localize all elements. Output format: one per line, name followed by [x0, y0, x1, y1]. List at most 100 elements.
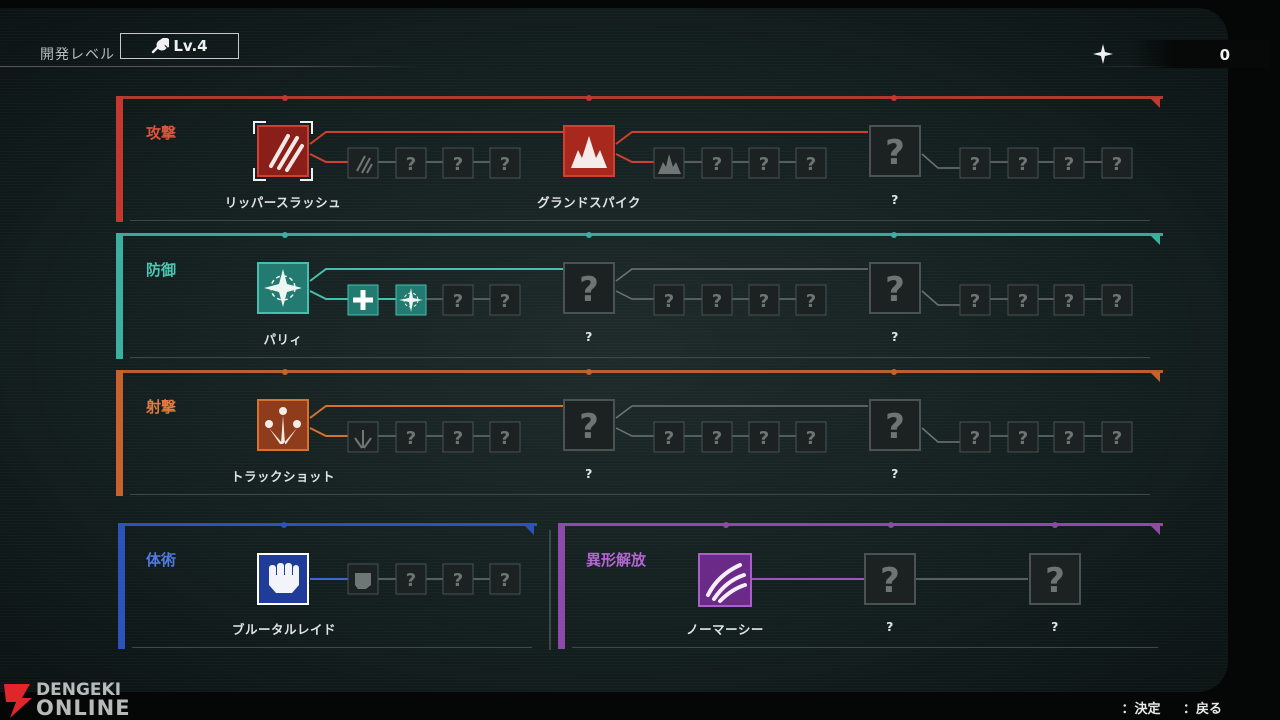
skill-label: ?: [891, 466, 899, 481]
sub-node-locked[interactable]: ?: [701, 147, 733, 179]
confirm-prompt[interactable]: ：決定: [1121, 702, 1161, 717]
skill-node-locked[interactable]: ?: [869, 399, 921, 451]
panel-separator: [549, 530, 551, 650]
svg-text:?: ?: [1112, 428, 1122, 449]
panel-mutation: 異形解放 ? ? ノーマーシー ? ?: [558, 522, 1164, 651]
sub-node-locked[interactable]: ?: [795, 284, 827, 316]
sub-node-locked[interactable]: ?: [748, 147, 780, 179]
sub-node-locked[interactable]: ?: [489, 284, 521, 316]
button-prompts: ：決定 ：戻る: [1103, 698, 1222, 717]
panel-accent-bar: [116, 96, 123, 222]
svg-text:?: ?: [500, 154, 510, 175]
plus-icon: [353, 290, 373, 310]
svg-text:?: ?: [806, 428, 816, 449]
skill-label: ?: [585, 329, 593, 344]
svg-text:?: ?: [664, 291, 674, 312]
sub-node-locked[interactable]: ?: [1007, 421, 1039, 453]
sub-node-heal[interactable]: [347, 284, 379, 316]
sub-node-locked[interactable]: ?: [395, 421, 427, 453]
sub-node-locked[interactable]: ?: [795, 421, 827, 453]
sub-node-locked[interactable]: ?: [748, 284, 780, 316]
sub-node-locked[interactable]: ?: [748, 421, 780, 453]
skill-label: ブルータルレイド: [231, 622, 337, 637]
category-title: 異形解放: [586, 551, 647, 569]
fist-icon: [269, 563, 299, 593]
sub-node-locked[interactable]: ?: [795, 147, 827, 179]
skill-label: ?: [1051, 619, 1059, 634]
svg-text:?: ?: [453, 154, 463, 175]
skill-node-parry[interactable]: [257, 262, 309, 314]
sub-node-locked[interactable]: ?: [489, 421, 521, 453]
mutant-claw-icon: [706, 563, 747, 603]
sub-node-locked[interactable]: ?: [1007, 147, 1039, 179]
sub-node-spike[interactable]: [653, 147, 685, 179]
svg-text:?: ?: [1064, 428, 1074, 449]
sub-node-locked[interactable]: ?: [1101, 421, 1133, 453]
skill-node-locked[interactable]: ?: [563, 399, 615, 451]
svg-text:?: ?: [1112, 154, 1122, 175]
skill-node-locked[interactable]: ?: [864, 553, 916, 605]
svg-text:?: ?: [579, 270, 599, 310]
sub-node-locked[interactable]: ?: [653, 421, 685, 453]
skill-label: パリィ: [263, 332, 303, 347]
defense-skill-tree: ? ? ? ? ? ? ? ? ? ? ? ?: [257, 232, 1160, 316]
svg-text:?: ?: [970, 154, 980, 175]
sub-node-fist[interactable]: [347, 563, 379, 595]
sub-node-locked[interactable]: ?: [1053, 421, 1085, 453]
sub-node-locked[interactable]: ?: [442, 147, 474, 179]
panel-top-line: [125, 523, 537, 526]
sub-node-locked[interactable]: ?: [701, 284, 733, 316]
sub-node-locked[interactable]: ?: [442, 563, 474, 595]
sub-node-locked[interactable]: ?: [1007, 284, 1039, 316]
skill-label: ノーマーシー: [686, 622, 764, 637]
sub-node-locked[interactable]: ?: [1101, 284, 1133, 316]
sub-node-locked[interactable]: ?: [442, 421, 474, 453]
svg-text:?: ?: [406, 570, 416, 591]
skill-node-ripper-slash[interactable]: [253, 121, 313, 181]
skill-node-track-shot[interactable]: [257, 399, 309, 451]
panel-bottom-line: [130, 220, 1150, 221]
svg-text:?: ?: [1064, 291, 1074, 312]
sub-node-locked[interactable]: ?: [395, 147, 427, 179]
skill-node-locked[interactable]: ?: [1029, 553, 1081, 605]
skill-node-locked[interactable]: ?: [869, 262, 921, 314]
skill-node-locked[interactable]: ?: [869, 125, 921, 177]
skill-label: リッパースラッシュ: [224, 195, 342, 210]
ground-spike-icon: [571, 136, 607, 168]
panel-martial: 体術 ? ? ? ブルータルレイド: [118, 522, 538, 651]
panel-top-line: [123, 96, 1163, 99]
sub-node-locked[interactable]: ?: [701, 421, 733, 453]
watermark-line1: DENGEKI: [36, 680, 122, 700]
svg-text:?: ?: [759, 428, 769, 449]
skill-label: トラックショット: [230, 469, 336, 484]
sub-node-locked[interactable]: ?: [959, 147, 991, 179]
sub-node-locked[interactable]: ?: [1053, 147, 1085, 179]
svg-text:?: ?: [712, 428, 722, 449]
sub-node-locked[interactable]: ?: [959, 421, 991, 453]
sub-node-locked[interactable]: ?: [959, 284, 991, 316]
sub-node-shot[interactable]: [347, 421, 379, 453]
skill-node-no-mercy[interactable]: [698, 553, 752, 607]
svg-text:?: ?: [664, 428, 674, 449]
skill-node-locked[interactable]: ?: [563, 262, 615, 314]
dengeki-logo-icon: [4, 684, 32, 718]
sub-node-locked[interactable]: ?: [489, 147, 521, 179]
sub-node-locked[interactable]: ?: [395, 563, 427, 595]
sub-node-parry[interactable]: [395, 284, 427, 316]
skill-node-brutal-raid[interactable]: [257, 553, 309, 605]
svg-text:?: ?: [1018, 291, 1028, 312]
skill-node-ground-spike[interactable]: [563, 125, 615, 177]
skill-label: ?: [585, 466, 593, 481]
sub-node-locked[interactable]: ?: [442, 284, 474, 316]
sub-node-claw[interactable]: [347, 147, 379, 179]
header-divider: [0, 66, 420, 67]
sub-node-locked[interactable]: ?: [1101, 147, 1133, 179]
svg-text:?: ?: [500, 570, 510, 591]
skill-label: ?: [891, 329, 899, 344]
back-prompt[interactable]: ：戻る: [1182, 702, 1222, 717]
sparkle-icon: [1093, 44, 1113, 64]
sub-node-locked[interactable]: ?: [489, 563, 521, 595]
sub-node-locked[interactable]: ?: [653, 284, 685, 316]
sub-node-locked[interactable]: ?: [1053, 284, 1085, 316]
svg-text:?: ?: [885, 133, 905, 173]
